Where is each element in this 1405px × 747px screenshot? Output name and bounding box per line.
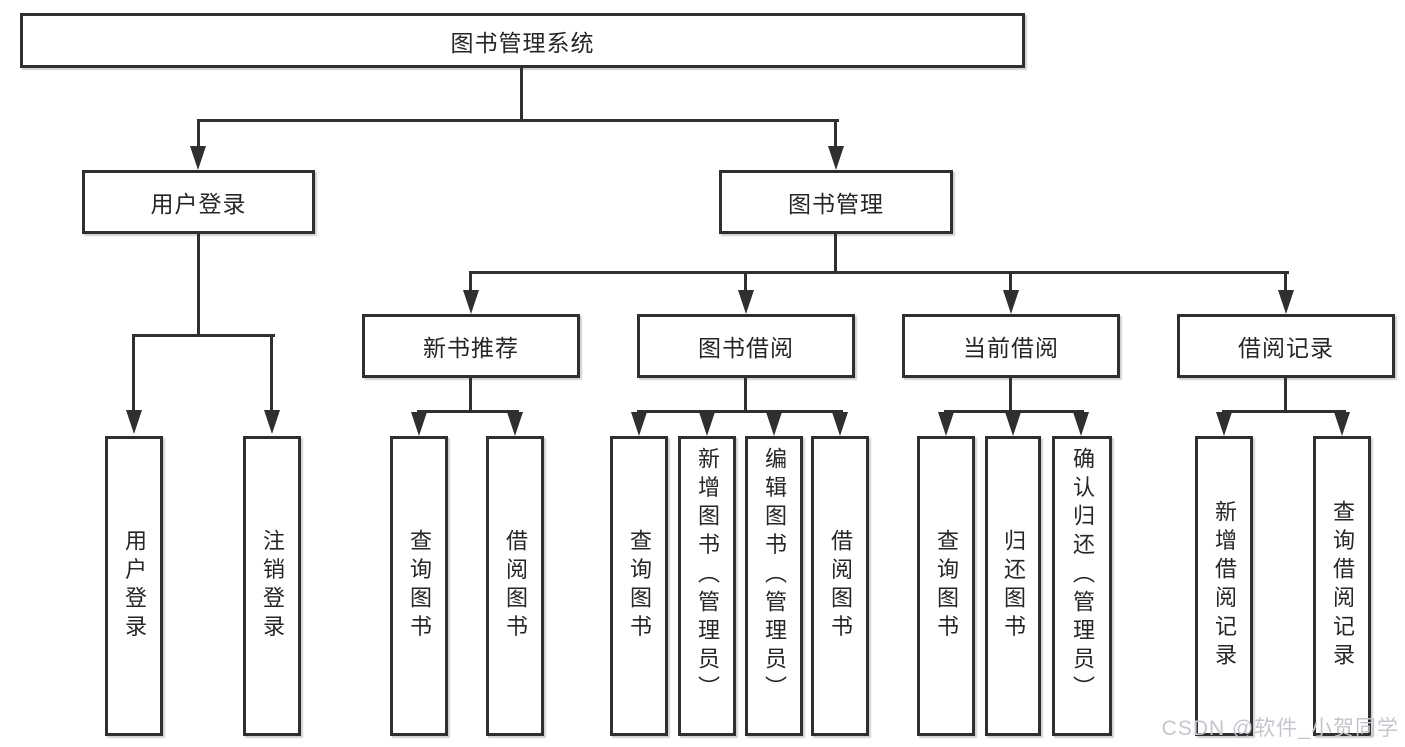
node-label: 用户登录 — [150, 191, 247, 217]
arrowhead-logout-icon — [264, 410, 280, 434]
connector-login-stem — [132, 334, 135, 412]
node-label: 新书推荐 — [423, 335, 519, 361]
node-label: 用户登录 — [122, 528, 147, 644]
arrowhead-book-borrow-icon — [738, 290, 754, 314]
connector-root-stub — [520, 68, 523, 122]
arrowhead-cb-query-icon — [938, 412, 954, 436]
arrowhead-br-query-icon — [1334, 412, 1350, 436]
arrowhead-bb-add-icon — [699, 412, 715, 436]
node-label: 借阅图书 — [828, 528, 853, 644]
node-label: 编辑图书（管理员） — [762, 447, 787, 705]
node-label: 查询借阅记录 — [1330, 500, 1355, 672]
node-leaf-nbr-borrow-books: 借阅图书 — [486, 436, 544, 736]
node-label: 借阅记录 — [1238, 335, 1334, 361]
node-label: 图书管理 — [788, 191, 884, 217]
connector-cb-hline — [944, 410, 1084, 413]
node-label: 确认归还（管理员） — [1070, 447, 1095, 705]
connector-nbr-stub — [469, 378, 472, 413]
arrowhead-login-icon — [126, 410, 142, 434]
node-label: 查询图书 — [407, 528, 432, 644]
node-current-borrowing: 当前借阅 — [902, 314, 1120, 378]
node-label: 查询图书 — [934, 528, 959, 644]
arrowhead-current-borrow-icon — [1003, 290, 1019, 314]
node-leaf-cb-query-books: 查询图书 — [917, 436, 975, 736]
node-new-book-recommend: 新书推荐 — [362, 314, 580, 378]
node-leaf-cb-return-books: 归还图书 — [985, 436, 1041, 736]
arrowhead-bb-borrow-icon — [832, 412, 848, 436]
node-leaf-br-add-record: 新增借阅记录 — [1195, 436, 1253, 736]
connector-root-hline — [197, 119, 839, 122]
arrowhead-cb-return-icon — [1005, 412, 1021, 436]
node-borrowing-records: 借阅记录 — [1177, 314, 1395, 378]
node-book-borrowing: 图书借阅 — [637, 314, 855, 378]
arrowhead-nbr-query-icon — [411, 412, 427, 436]
node-leaf-logout: 注销登录 — [243, 436, 301, 736]
connector-user-login-stub — [197, 234, 200, 337]
node-leaf-nbr-query-books: 查询图书 — [390, 436, 448, 736]
connector-bb-hline — [637, 410, 843, 413]
node-user-login: 用户登录 — [82, 170, 315, 234]
connector-logout-stem — [270, 334, 273, 412]
node-leaf-bb-query-books: 查询图书 — [610, 436, 668, 736]
node-leaf-br-query-record: 查询借阅记录 — [1313, 436, 1371, 736]
arrowhead-new-book-icon — [463, 290, 479, 314]
arrowhead-cb-confirm-icon — [1073, 412, 1089, 436]
node-label: 归还图书 — [1001, 528, 1026, 644]
arrowhead-nbr-borrow-icon — [507, 412, 523, 436]
connector-book-mgmt-stem — [834, 119, 837, 149]
csdn-watermark: CSDN @软件_小贺同学 — [1161, 717, 1399, 740]
node-label: 查询图书 — [627, 528, 652, 644]
node-label: 新增图书（管理员） — [695, 447, 720, 705]
connector-user-login-stem — [197, 119, 200, 149]
connector-book-mgmt-stub — [834, 234, 837, 274]
node-leaf-bb-add-books-admin: 新增图书（管理员） — [678, 436, 736, 736]
connector-borrow-records-stem — [1284, 271, 1287, 293]
arrowhead-borrow-records-icon — [1278, 290, 1294, 314]
connector-book-mgmt-hline — [469, 271, 1289, 274]
node-leaf-bb-borrow-books: 借阅图书 — [811, 436, 869, 736]
arrowhead-bb-query-icon — [631, 412, 647, 436]
connector-cb-stub — [1009, 378, 1012, 413]
connector-bb-stub — [744, 378, 747, 413]
connector-br-stub — [1284, 378, 1287, 413]
node-book-management: 图书管理 — [719, 170, 953, 234]
connector-current-borrow-stem — [1009, 271, 1012, 293]
arrowhead-br-add-icon — [1216, 412, 1232, 436]
node-label: 图书管理系统 — [450, 29, 595, 56]
arrowhead-bb-edit-icon — [766, 412, 782, 436]
connector-new-book-stem — [469, 271, 472, 293]
node-label: 当前借阅 — [963, 335, 1059, 361]
connector-br-hline — [1222, 410, 1346, 413]
node-leaf-bb-edit-books-admin: 编辑图书（管理员） — [745, 436, 803, 736]
connector-nbr-hline — [417, 410, 519, 413]
node-label: 图书借阅 — [698, 335, 794, 361]
node-library-management-system: 图书管理系统 — [20, 13, 1025, 68]
connector-book-borrow-stem — [744, 271, 747, 293]
arrowhead-book-mgmt-icon — [828, 146, 844, 170]
node-label: 借阅图书 — [503, 528, 528, 644]
node-leaf-user-login: 用户登录 — [105, 436, 163, 736]
node-label: 注销登录 — [260, 528, 285, 644]
node-label: 新增借阅记录 — [1212, 500, 1237, 672]
node-leaf-cb-confirm-return-admin: 确认归还（管理员） — [1052, 436, 1112, 736]
arrowhead-user-login-icon — [190, 146, 206, 170]
connector-user-login-hline — [132, 334, 275, 337]
